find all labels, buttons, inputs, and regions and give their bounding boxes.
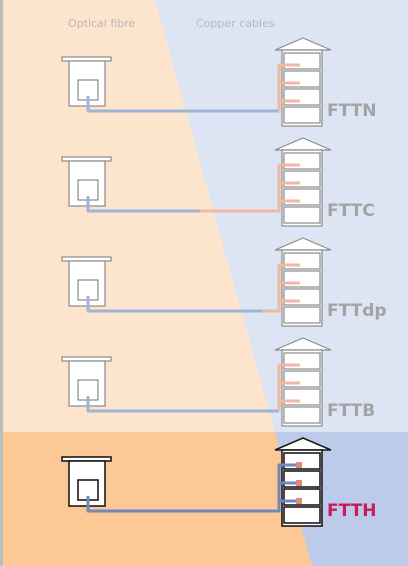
fibre-cable (86, 96, 279, 113)
street-cabinet (61, 56, 112, 107)
cabinet-lid (61, 156, 112, 162)
optical-fibre-label: Optical fibre (68, 17, 136, 30)
building-floor (283, 170, 321, 188)
building-floor (283, 70, 321, 88)
cabling (86, 462, 302, 513)
fibre-cable (86, 196, 200, 213)
termination-point (296, 480, 302, 486)
termination-point (296, 498, 302, 504)
cabinet-lid (61, 356, 112, 362)
building-floor (283, 106, 321, 124)
building (274, 337, 332, 427)
building-floor (283, 506, 321, 524)
building-floor (283, 388, 321, 406)
fibre-zone-highlight (0, 432, 312, 566)
copper-cable (200, 163, 300, 213)
architecture-label: FTTdp (327, 301, 387, 321)
architecture-row: FTTdp (61, 237, 387, 327)
fibre-zone (0, 0, 312, 566)
street-cabinet (61, 156, 112, 207)
building-floor (283, 352, 321, 370)
copper-cable (262, 263, 300, 313)
architecture-row: FTTB (61, 337, 375, 427)
building-floor (283, 88, 321, 106)
architecture-row: FTTN (61, 37, 376, 127)
building-floor (283, 252, 321, 270)
architecture-row: FTTC (61, 137, 375, 227)
street-cabinet (61, 456, 112, 507)
fibre-cable (86, 463, 300, 513)
building-floor (283, 188, 321, 206)
copper-cables-label: Copper cables (196, 17, 275, 30)
copper-cable (277, 363, 300, 411)
building-floor (283, 406, 321, 424)
left-border (0, 0, 3, 566)
building-floor (283, 52, 321, 70)
copper-cable (277, 63, 300, 111)
building-floor (283, 306, 321, 324)
fibre-cable (86, 396, 279, 413)
termination-point (296, 462, 302, 468)
architecture-label: FTTH (327, 501, 376, 521)
architecture-label: FTTB (327, 401, 375, 421)
cabling (86, 63, 300, 113)
architecture-row: FTTH (61, 437, 376, 527)
building-floor (283, 152, 321, 170)
building (274, 37, 332, 127)
building-floor (283, 206, 321, 224)
street-cabinet (61, 356, 112, 407)
cabling (86, 363, 300, 413)
cabinet-lid (61, 256, 112, 262)
cabling (86, 263, 300, 313)
architecture-label: FTTN (327, 101, 376, 121)
building (274, 237, 332, 327)
building-floor (283, 370, 321, 388)
building-floor (283, 288, 321, 306)
building-floor (283, 270, 321, 288)
fibre-cable (86, 296, 262, 313)
cabling (86, 163, 300, 213)
building (274, 137, 332, 227)
architecture-label: FTTC (327, 201, 375, 221)
